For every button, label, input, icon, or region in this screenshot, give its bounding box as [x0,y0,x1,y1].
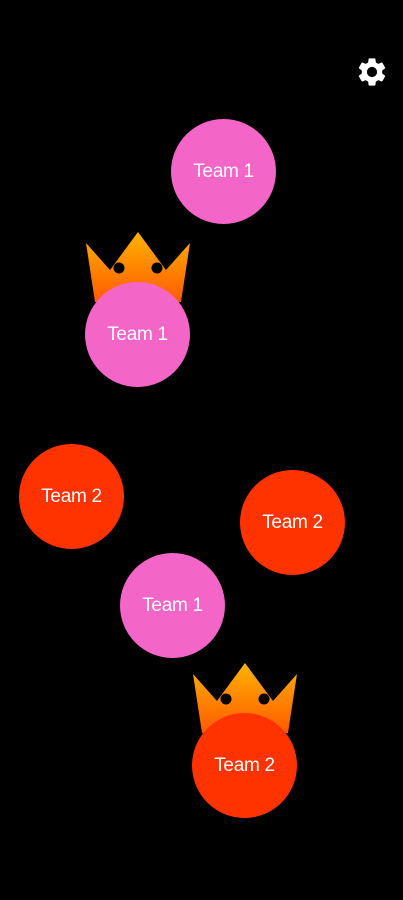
player-team1-leader[interactable]: Team 1 [85,282,190,387]
player-team1[interactable]: Team 1 [120,553,225,658]
player-label: Team 2 [41,485,102,507]
player-team2-leader[interactable]: Team 2 [192,713,297,818]
crown-icon [86,232,190,302]
player-label: Team 2 [214,754,275,776]
player-label: Team 1 [107,323,168,345]
gear-icon [358,58,386,86]
settings-button[interactable] [352,52,392,92]
crown-icon [193,663,297,733]
player-label: Team 1 [193,160,254,182]
player-team1[interactable]: Team 1 [171,119,276,224]
player-label: Team 1 [142,594,203,616]
player-team2[interactable]: Team 2 [19,444,124,549]
player-label: Team 2 [262,511,323,533]
player-team2[interactable]: Team 2 [240,470,345,575]
